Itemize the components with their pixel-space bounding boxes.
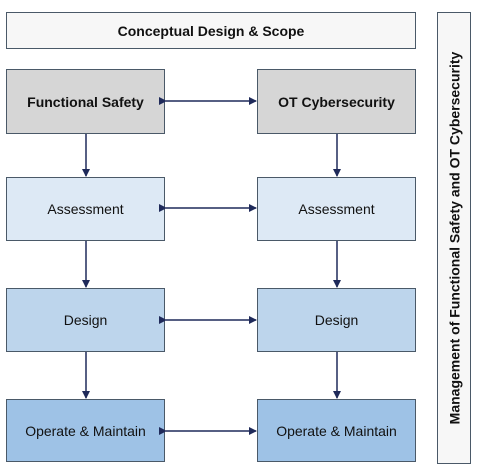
fs-assessment-box: Assessment: [6, 177, 165, 241]
ot-assessment-label: Assessment: [298, 201, 375, 217]
ot-design-box: Design: [257, 288, 416, 352]
scope-box: Conceptual Design & Scope: [6, 12, 416, 49]
ot-operate-maintain-label: Operate & Maintain: [276, 422, 397, 439]
scope-label: Conceptual Design & Scope: [117, 22, 305, 39]
ot-operate-maintain-box: Operate & Maintain: [257, 399, 416, 462]
ot-design-label: Design: [314, 312, 359, 328]
fs-design-label: Design: [63, 312, 108, 328]
fs-operate-maintain-label: Operate & Maintain: [25, 422, 146, 439]
ot-assessment-box: Assessment: [257, 177, 416, 241]
management-box: Management of Functional Safety and OT C…: [437, 12, 471, 464]
fs-assessment-label: Assessment: [47, 201, 124, 217]
functional-safety-box: Functional Safety: [6, 69, 165, 134]
functional-safety-label: Functional Safety: [27, 93, 144, 110]
ot-cybersecurity-box: OT Cybersecurity: [257, 69, 416, 134]
fs-operate-maintain-box: Operate & Maintain: [6, 399, 165, 462]
ot-cybersecurity-label: OT Cybersecurity: [278, 93, 395, 110]
